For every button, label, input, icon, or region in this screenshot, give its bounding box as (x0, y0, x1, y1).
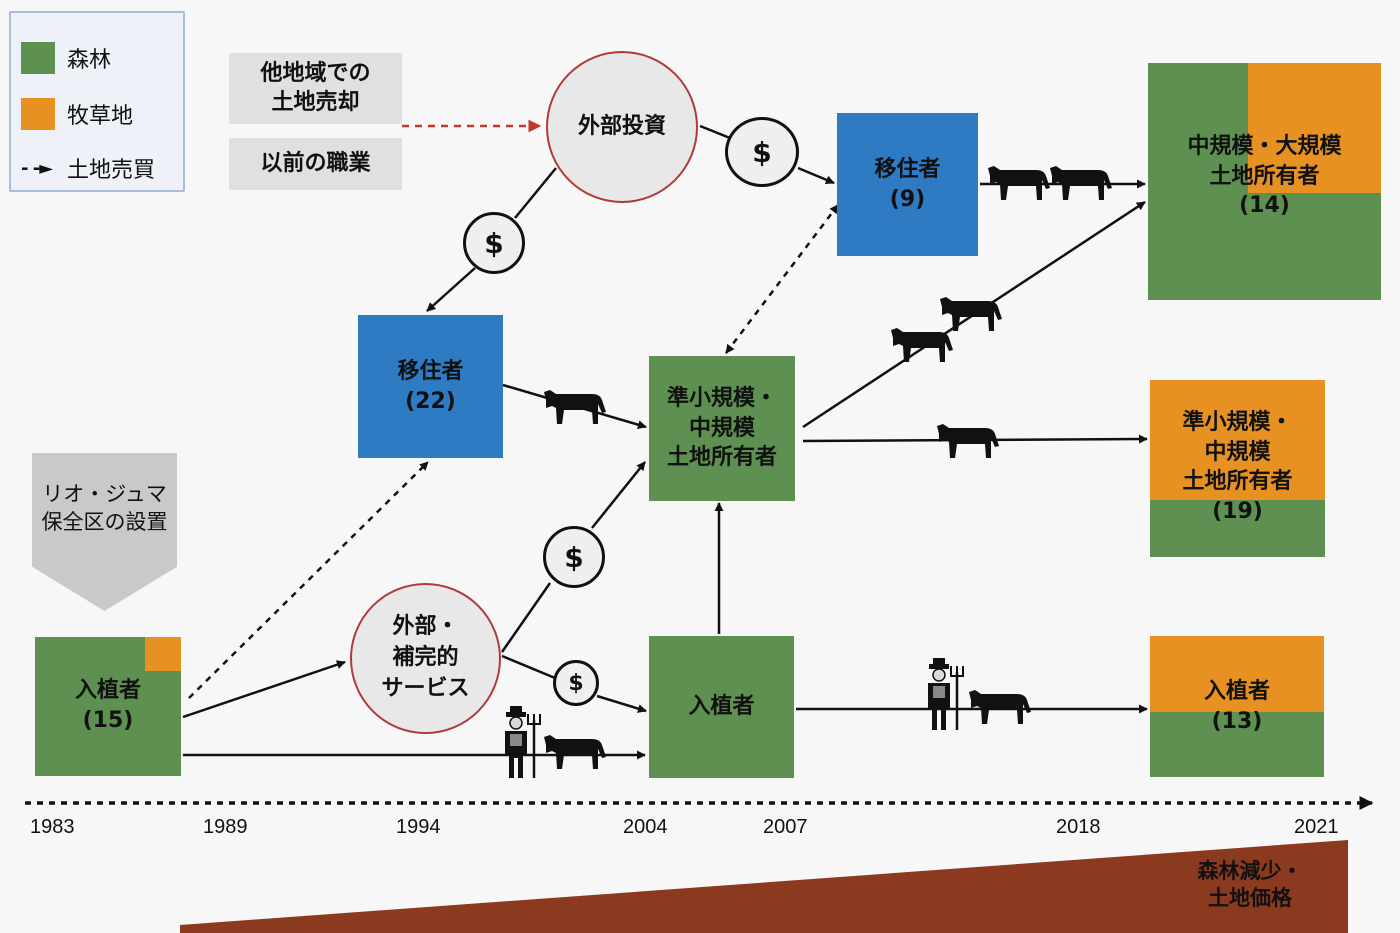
deforestation-trend-wedge (180, 840, 1348, 933)
pasture-share (1150, 380, 1325, 500)
farmer-icon (503, 704, 542, 780)
small-medium-owners-2021-box (1150, 380, 1325, 557)
farmer-icon (926, 656, 965, 732)
cattle-icon (891, 328, 953, 362)
cattle-icon (940, 297, 1002, 331)
legend-item-pasture: 牧草地 (21, 97, 133, 131)
pasture-share (145, 637, 181, 671)
dollar-coin-icon: $ (553, 660, 599, 706)
legend-forest-label: 森林 (67, 48, 112, 73)
reserve-creation-label: リオ・ジュマ 保全区の設置 (41, 482, 168, 535)
settlers-1983-label: 入植者 (15) (74, 678, 141, 733)
legend-pasture-label: 牧草地 (67, 104, 134, 129)
pasture-share (1248, 63, 1381, 193)
dashed-arrow-icon: - -► (21, 157, 53, 179)
dollar-coin-icon: $ (725, 117, 799, 187)
settlers-2021-label: 入植者 (13) (1203, 679, 1270, 734)
legend-item-land-trade: - -► 土地売買 (21, 151, 155, 185)
small-medium-owners-box: 準小規模・ 中規模 土地所有者 (649, 356, 795, 501)
cattle-icon (544, 390, 606, 424)
year-label: 2018 (1056, 816, 1101, 838)
forest-swatch (21, 42, 55, 74)
legend: 森林 牧草地 - -► 土地売買 (9, 11, 185, 192)
dollar-coin-icon: $ (463, 212, 525, 274)
year-label: 2007 (763, 816, 808, 838)
pasture-swatch (21, 98, 55, 130)
cattle-icon (544, 735, 606, 769)
migrants-9-box: 移住者 (9) (837, 113, 978, 256)
settlers-2021-box (1150, 636, 1324, 777)
settlers-1983-box (35, 637, 181, 776)
medium-large-owners-2021-label: 中規模・大規模 土地所有者 (14) (1187, 134, 1342, 219)
pasture-share (1150, 636, 1324, 712)
year-label: 1983 (30, 816, 75, 838)
medium-large-owners-2021-box (1148, 63, 1381, 300)
trend-label: 森林減少・ 土地価格 (1197, 859, 1303, 911)
year-label: 2021 (1294, 816, 1339, 838)
dollar-coin-icon: $ (543, 526, 605, 588)
year-label: 1994 (396, 816, 441, 838)
external-investment-circle: 外部投資 (546, 51, 698, 203)
settlers-2004-box: 入植者 (649, 636, 794, 778)
year-label: 2004 (623, 816, 668, 838)
migrants-22-box: 移住者 (22) (358, 315, 503, 458)
previous-occupation-box: 以前の職業 (229, 138, 402, 190)
legend-item-forest: 森林 (21, 41, 111, 75)
small-medium-owners-2021-label: 準小規模・ 中規模 土地所有者 (19) (1182, 410, 1293, 525)
legend-land-trade-label: 土地売買 (67, 158, 156, 183)
land-sale-elsewhere-box: 他地域での 土地売却 (229, 53, 402, 124)
external-services-circle: 外部・ 補完的 サービス (350, 583, 501, 734)
year-label: 1989 (203, 816, 248, 838)
cattle-icon (969, 690, 1031, 724)
